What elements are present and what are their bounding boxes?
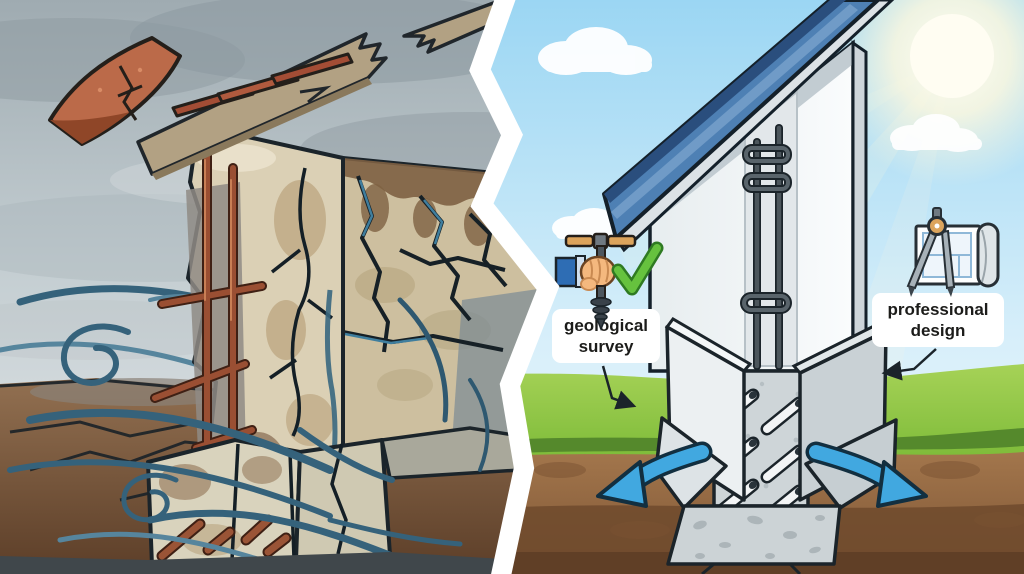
stirrups — [740, 144, 792, 314]
cloud — [538, 27, 652, 75]
footing-front-face — [666, 504, 842, 566]
settlement-ticks — [701, 562, 802, 574]
water-swirls-front — [7, 297, 490, 569]
flying-roof-tile — [48, 36, 182, 146]
rebar-channel — [744, 89, 798, 367]
drafting-compass-icon — [906, 207, 956, 297]
auger-bit — [590, 297, 612, 332]
broken-roof-battens — [171, 52, 354, 118]
sleeve — [554, 256, 580, 288]
left-panel — [0, 0, 548, 574]
leader-arrow-professional — [881, 348, 937, 381]
label-geological-survey: geological survey — [552, 309, 660, 363]
label-text-line2: design — [911, 321, 966, 340]
label-text-line1: professional — [887, 300, 988, 319]
drain-arrow-right-icon — [805, 441, 928, 508]
clouds — [538, 27, 982, 240]
wall-rebar — [740, 124, 792, 370]
crumbling-footing-block — [146, 438, 392, 568]
divider-zigzag — [469, 0, 560, 574]
right-panel: geological survey professional design — [480, 0, 1024, 574]
soil-mottles — [534, 461, 1024, 539]
wall-cracks — [269, 167, 334, 437]
checkmark-icon — [611, 241, 664, 296]
rubble-slab — [379, 426, 522, 480]
label-professional-design: professional design — [872, 293, 1004, 347]
footing-speckles — [693, 515, 825, 559]
compass-blueprint-icon — [906, 207, 1000, 297]
cloud — [890, 114, 982, 152]
roof — [602, 0, 896, 253]
wall-side-face — [851, 40, 868, 373]
house — [602, 0, 896, 373]
label-box — [552, 309, 660, 363]
leader-arrow-geological — [601, 365, 637, 410]
shadow-band — [0, 552, 520, 574]
drain-arrow-left-icon — [596, 441, 713, 508]
label-text-line1: geological — [564, 316, 648, 335]
label-text-line2: survey — [579, 337, 634, 356]
water-in-cracks — [344, 179, 444, 345]
label-box — [872, 293, 1004, 347]
